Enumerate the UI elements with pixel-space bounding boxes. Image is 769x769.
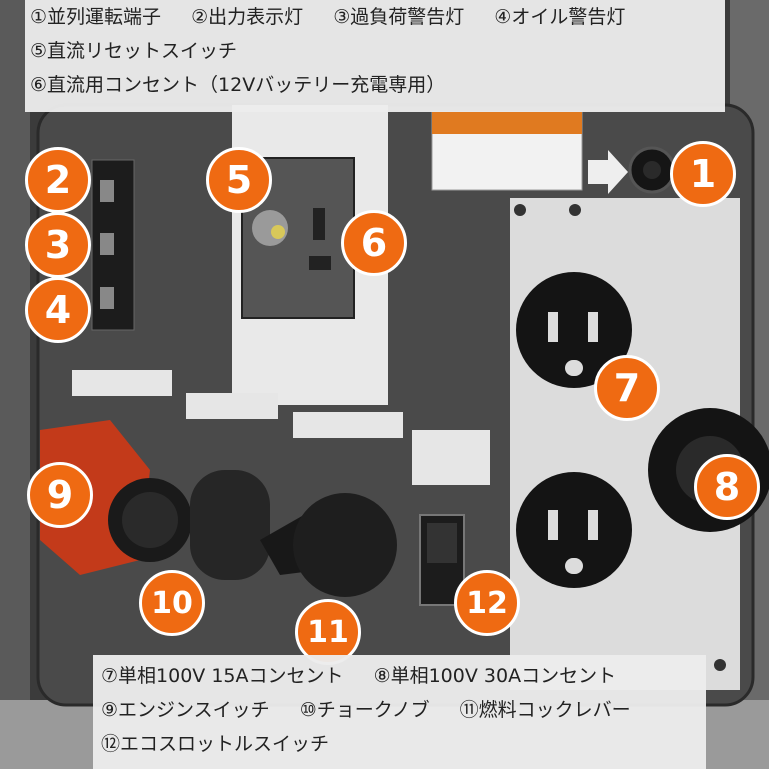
caption-item: ⑤直流リセットスイッチ: [30, 40, 238, 62]
callout-marker-11: 11: [295, 599, 361, 665]
callout-marker-9: 9: [27, 462, 93, 528]
callout-marker-12: 12: [454, 570, 520, 636]
callout-marker-5: 5: [206, 147, 272, 213]
callout-marker-8: 8: [694, 454, 760, 520]
callout-marker-6: 6: [341, 210, 407, 276]
caption-bottom-line-3: ⑫エコスロットルスイッチ: [101, 727, 706, 761]
caption-top-line-1: ①並列運転端子 ②出力表示灯 ③過負荷警告灯 ④オイル警告灯: [30, 0, 725, 34]
caption-item: ⑥直流用コンセント（12Vバッテリー充電専用）: [30, 74, 446, 96]
caption-item: ②出力表示灯: [191, 6, 304, 28]
callout-marker-10: 10: [139, 570, 205, 636]
caption-bottom-line-2: ⑨エンジンスイッチ ⑩チョークノブ ⑪燃料コックレバー: [101, 693, 706, 727]
callout-marker-7: 7: [594, 355, 660, 421]
caption-top-line-3: ⑥直流用コンセント（12Vバッテリー充電専用）: [30, 68, 725, 102]
caption-top: ①並列運転端子 ②出力表示灯 ③過負荷警告灯 ④オイル警告灯 ⑤直流リセットスイ…: [25, 0, 725, 112]
callout-marker-3: 3: [25, 212, 91, 278]
caption-item: ⑫エコスロットルスイッチ: [101, 733, 330, 755]
caption-item: ⑪燃料コックレバー: [459, 699, 631, 721]
caption-item: ⑧単相100V 30Aコンセント: [373, 665, 617, 687]
callout-marker-1: 1: [670, 141, 736, 207]
callout-marker-4: 4: [25, 277, 91, 343]
caption-item: ⑦単相100V 15Aコンセント: [101, 665, 344, 687]
caption-item: ④オイル警告灯: [494, 6, 626, 28]
caption-bottom: ⑦単相100V 15Aコンセント ⑧単相100V 30Aコンセント ⑨エンジンス…: [93, 655, 706, 769]
callout-marker-2: 2: [25, 147, 91, 213]
caption-item: ①並列運転端子: [30, 6, 162, 28]
caption-item: ③過負荷警告灯: [333, 6, 465, 28]
caption-item: ⑨エンジンスイッチ: [101, 699, 270, 721]
caption-bottom-line-1: ⑦単相100V 15Aコンセント ⑧単相100V 30Aコンセント: [101, 659, 706, 693]
caption-top-line-2: ⑤直流リセットスイッチ: [30, 34, 725, 68]
caption-item: ⑩チョークノブ: [299, 699, 430, 721]
